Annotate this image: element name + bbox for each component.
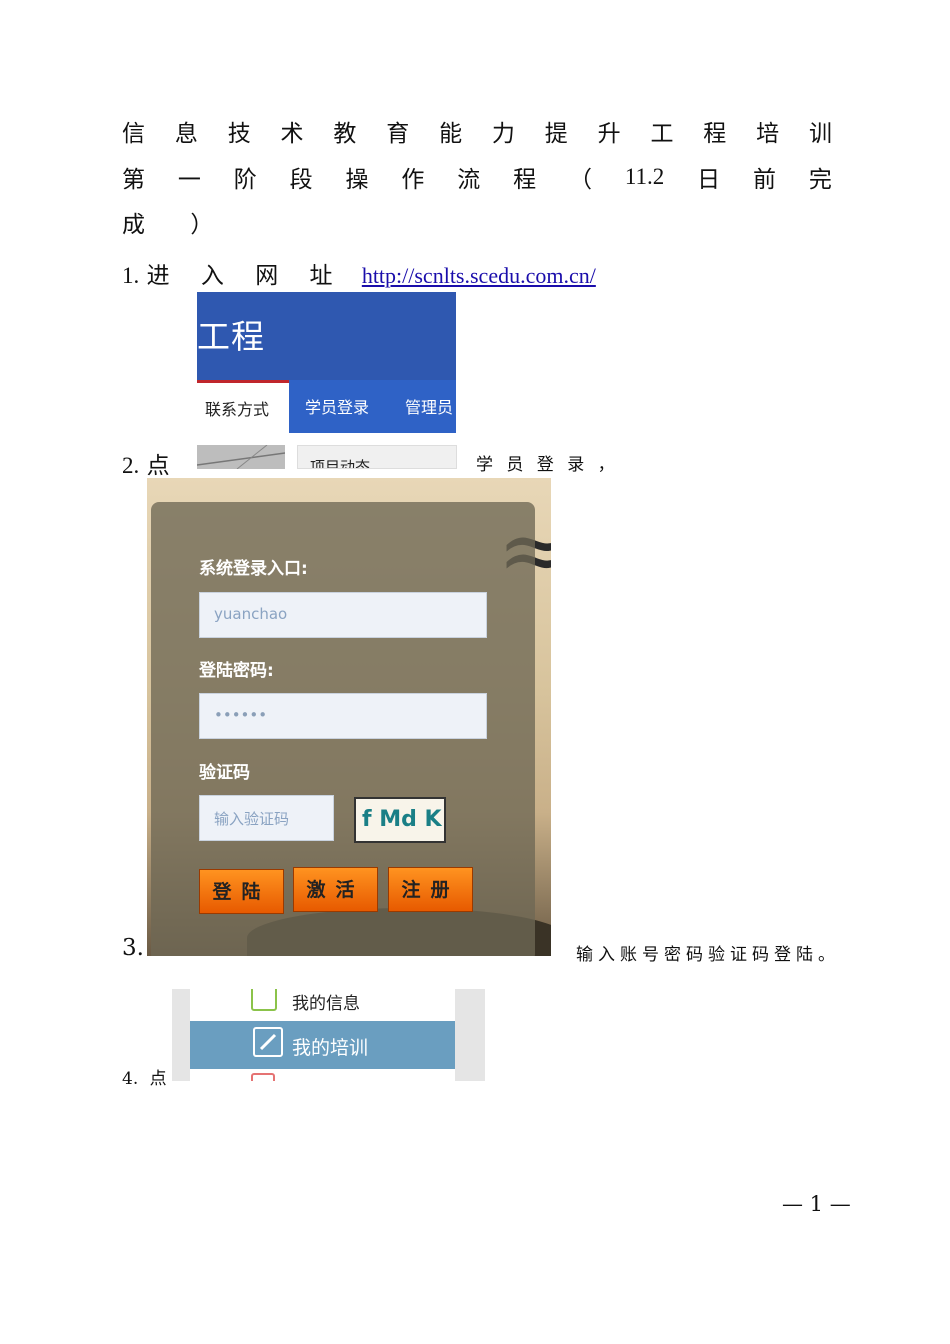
- password-label: 登陆密码:: [199, 661, 274, 681]
- captcha-input[interactable]: 输入验证码: [199, 795, 334, 841]
- title-char: 教: [333, 121, 357, 147]
- photo-lines-icon: [197, 445, 285, 469]
- step-char: 网: [255, 263, 279, 289]
- banner-title: 工程: [197, 317, 265, 356]
- title-line-2: 第 一 阶 段 操 作 流 程 （ 11.2 日 前 完: [122, 160, 832, 194]
- title-char: 程: [513, 167, 537, 193]
- title-char: （: [569, 167, 592, 193]
- title-char: 升: [597, 121, 621, 147]
- title-char: 一: [177, 167, 201, 193]
- title-char: 息: [174, 121, 198, 147]
- cropped-photo: [197, 445, 285, 469]
- page-number: — 1 —: [782, 1192, 851, 1216]
- step-3-text: 输入账号密码验证码登陆。: [576, 945, 840, 965]
- title-char: 提: [544, 121, 568, 147]
- title-char: 信: [122, 121, 145, 147]
- captcha-label: 验证码: [199, 763, 250, 783]
- title-char: 程: [703, 121, 727, 147]
- activate-button[interactable]: 激活: [293, 867, 378, 912]
- title-char: 育: [386, 121, 410, 147]
- step-1: 1. 进 入 网 址 http://scnlts.scedu.com.cn/: [122, 256, 596, 290]
- nav-item-contact[interactable]: 联系方式: [205, 400, 270, 419]
- step-number: 2.: [122, 453, 140, 478]
- captcha-image[interactable]: f Md K: [354, 797, 446, 843]
- title-char: ）: [190, 212, 214, 238]
- site-url-link[interactable]: http://scnlts.scedu.com.cn/: [361, 263, 596, 288]
- menu-next-icon: [251, 1073, 275, 1081]
- step-4: 4. 点: [122, 1064, 167, 1089]
- site-header-screenshot: 工程 联系方式 学员登录 管理员: [197, 292, 456, 433]
- step-number: 4.: [122, 1069, 139, 1089]
- title-char: 成: [122, 212, 145, 238]
- nav-active-tab: [197, 380, 289, 433]
- title-char: 能: [439, 121, 463, 147]
- title-char: 力: [491, 121, 515, 147]
- title-line-3: 成 ）: [122, 205, 251, 239]
- menu-item-my-training-label: 我的培训: [292, 1037, 369, 1059]
- menu-screenshot: 我的信息 我的培训: [172, 989, 485, 1081]
- list-icon: [251, 989, 277, 1011]
- login-button[interactable]: 登陆: [199, 869, 284, 914]
- pencil-icon: [259, 1033, 277, 1051]
- title-char: 操: [345, 167, 369, 193]
- title-char: 日: [697, 167, 721, 193]
- step-number: 1.: [122, 263, 140, 288]
- nav-item-admin[interactable]: 管理员: [405, 398, 454, 417]
- menu-item-next[interactable]: [190, 1069, 455, 1081]
- login-screenshot: ≈ 系统登录入口: yuanchao 登陆密码: •••••• 验证码 输入验证…: [147, 478, 551, 956]
- menu-item-my-info[interactable]: [190, 989, 455, 1021]
- step-3-number: 3.: [122, 935, 144, 961]
- step-2-suffix: 学 员 登 录 ，: [476, 455, 619, 475]
- login-section-label: 系统登录入口:: [199, 559, 308, 579]
- username-input[interactable]: yuanchao: [199, 592, 487, 638]
- step-char: 址: [309, 263, 333, 289]
- title-char: 11.2: [624, 164, 665, 189]
- password-input[interactable]: ••••••: [199, 693, 487, 739]
- title-char: 术: [280, 121, 304, 147]
- title-line-1: 信 息 技 术 教 育 能 力 提 升 工 程 培 训: [122, 114, 832, 148]
- step-char: 进: [146, 263, 170, 289]
- title-char: 工: [650, 121, 674, 147]
- register-button[interactable]: 注册: [388, 867, 473, 912]
- title-char: 第: [122, 167, 145, 193]
- news-snippet-text: 项目动态: [310, 458, 371, 469]
- step-2: 2. 点: [122, 446, 170, 480]
- menu-item-my-training[interactable]: [190, 1021, 455, 1069]
- step-verb: 点: [146, 453, 170, 479]
- title-char: 作: [401, 167, 425, 193]
- title-char: 阶: [233, 167, 257, 193]
- title-char: 前: [753, 167, 777, 193]
- step-verb: 点: [149, 1069, 167, 1089]
- title-char: 段: [289, 167, 313, 193]
- news-snippet: 项目动态: [297, 445, 457, 469]
- nav-item-student-login[interactable]: 学员登录: [305, 398, 370, 417]
- edit-icon: [253, 1027, 283, 1057]
- title-char: 技: [227, 121, 251, 147]
- step-char: 入: [200, 263, 224, 289]
- title-char: 完: [808, 167, 832, 193]
- menu-item-my-info-label: 我的信息: [292, 994, 360, 1014]
- captcha-text: f Md K: [362, 807, 442, 832]
- title-char: 流: [457, 167, 481, 193]
- site-banner: [197, 292, 456, 380]
- title-char: 训: [808, 121, 832, 147]
- title-char: 培: [756, 121, 780, 147]
